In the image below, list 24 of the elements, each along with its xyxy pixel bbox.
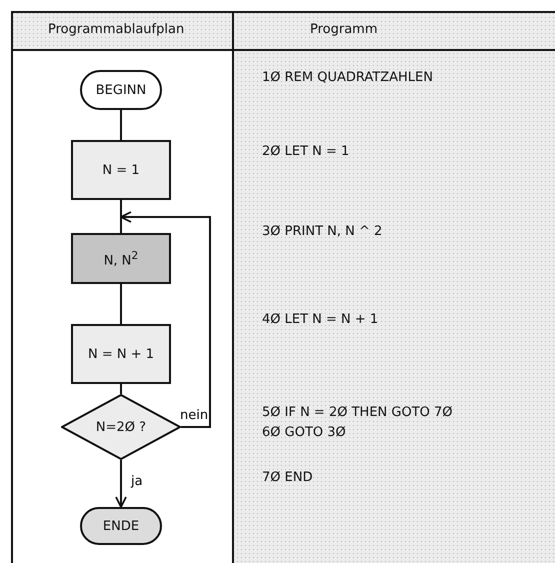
- column-header: Programm: [310, 22, 378, 37]
- terminal-box: [80, 507, 162, 545]
- code-line: 7Ø END: [262, 470, 313, 485]
- code-line: 1Ø REM QUADRATZAHLEN: [262, 70, 433, 85]
- process-box: [71, 140, 171, 200]
- code-line: 2Ø LET N = 1: [262, 144, 350, 159]
- node-text: ENDE: [102, 518, 140, 534]
- node-text: N, N$^{2}$: [104, 248, 138, 268]
- process-box: [71, 233, 171, 284]
- code-line: 4Ø LET N = N + 1: [262, 312, 378, 327]
- terminal-box: [80, 70, 162, 110]
- code-line: 6Ø GOTO 3Ø: [262, 425, 346, 440]
- code-line: 5Ø IF N = 2Ø THEN GOTO 7Ø: [262, 405, 452, 420]
- process-box: [71, 324, 171, 384]
- node-text: BEGINN: [96, 82, 146, 98]
- code-line: 3Ø PRINT N, N ^ 2: [262, 224, 382, 239]
- arrow: [120, 211, 211, 428]
- column-header: Programmablaufplan: [48, 22, 184, 37]
- node-text: N = N + 1: [88, 346, 154, 362]
- node-text: N=2Ø ?: [96, 420, 146, 434]
- edge-label: nein: [179, 408, 210, 423]
- node-text: N = 1: [102, 162, 140, 178]
- decision-diamond: [61, 394, 181, 460]
- arrow: [115, 460, 127, 508]
